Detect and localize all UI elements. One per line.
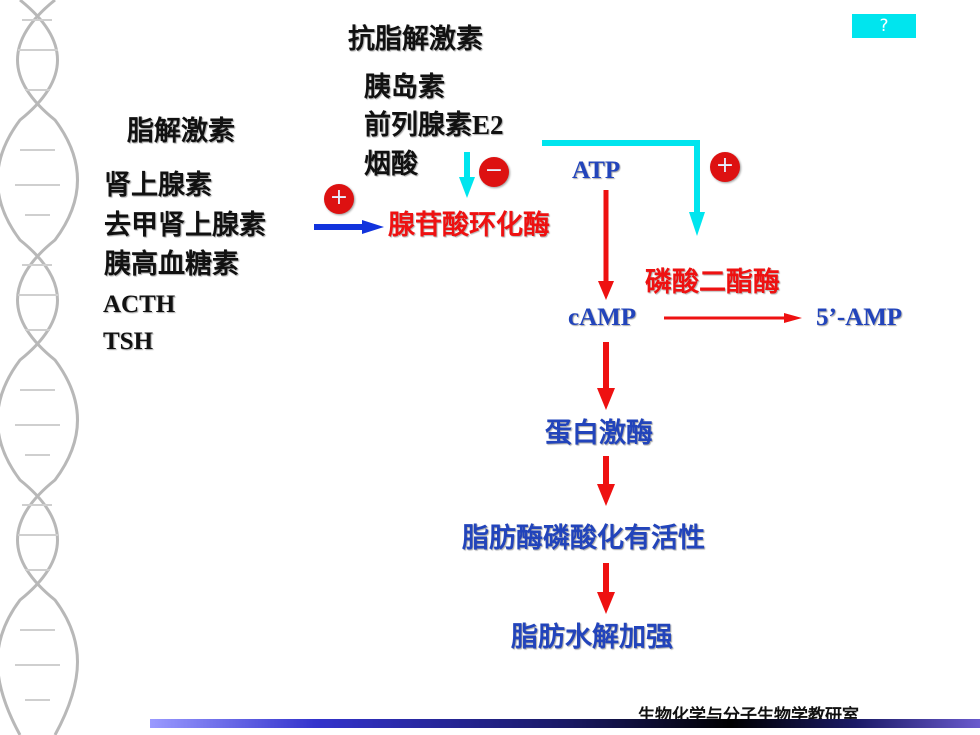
lipase-active-label: 脂肪酶磷酸化有活性 — [462, 523, 705, 553]
phosphodiesterase-label: 磷酸二酯酶 — [645, 267, 780, 297]
atp-label: ATP — [572, 157, 621, 184]
anti-lipolytic-item-pge2: 前列腺素E2 — [364, 110, 504, 140]
anti-lipolytic-item-insulin: 胰岛素 — [364, 72, 445, 102]
anti-lipolytic-item-niacin: 烟酸 — [364, 149, 418, 179]
footer-bar — [150, 719, 980, 728]
lipolytic-item-norepinephrine: 去甲肾上腺素 — [104, 210, 266, 240]
lipolytic-item-acth: ACTH — [103, 291, 176, 318]
inhibit-arrow — [459, 152, 475, 198]
camp-to-kinase-arrow — [597, 342, 615, 410]
lipolytic-heading: 脂解激素 — [127, 116, 235, 146]
anti-lipolytic-heading: 抗脂解激素 — [348, 24, 483, 54]
camp-to-amp-arrow — [664, 313, 802, 323]
lipase-to-lipolysis-arrow — [597, 563, 615, 614]
lipolytic-item-epinephrine: 肾上腺素 — [104, 170, 212, 200]
adenylate-cyclase-label: 腺苷酸环化酶 — [388, 210, 550, 240]
amp5-label: 5’-AMP — [816, 304, 903, 331]
help-button[interactable]: ? — [852, 14, 916, 38]
protein-kinase-label: 蛋白激酶 — [545, 418, 653, 448]
dna-helix-decoration — [0, 0, 79, 735]
lipolysis-enhanced-label: 脂肪水解加强 — [511, 622, 673, 652]
atp-to-camp-arrow — [598, 190, 614, 300]
lipolytic-item-glucagon: 胰高血糖素 — [104, 249, 239, 279]
kinase-to-lipase-arrow — [597, 456, 615, 506]
lipolytic-item-tsh: TSH — [103, 328, 154, 355]
cyan-elbow-arrow — [542, 140, 705, 236]
plus-sign-left: + — [324, 184, 354, 214]
plus-sign-right: + — [710, 152, 740, 182]
camp-label: cAMP — [568, 304, 637, 331]
minus-sign: − — [479, 157, 509, 187]
stimulate-arrow — [314, 220, 384, 234]
